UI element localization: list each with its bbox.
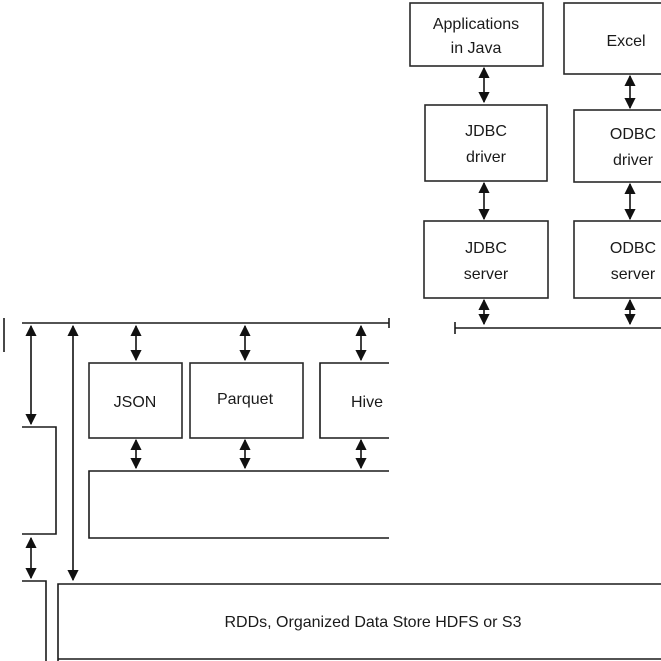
left-stepped-outline-lower (22, 580, 47, 661)
jdbc-driver-label-line2: driver (466, 149, 507, 166)
odbc-driver-box (573, 109, 661, 183)
hive-box (319, 362, 389, 439)
odbc-server-label-line2: server (611, 266, 656, 283)
jdbc-driver-label-line1: JDBC (465, 123, 507, 140)
rdds-store-label: RDDs, Organized Data Store HDFS or S3 (225, 614, 522, 631)
odbc-server-box (573, 220, 661, 299)
applications-java-box (409, 2, 544, 67)
excel-box (563, 2, 661, 75)
hive-label: Hive (351, 394, 383, 411)
jdbc-driver-box (424, 104, 548, 182)
parquet-label: Parquet (217, 391, 274, 408)
applications-java-label-line1: Applications (433, 16, 519, 33)
parquet-box (189, 362, 304, 439)
odbc-driver-label-line1: ODBC (610, 126, 656, 143)
odbc-driver-label-line2: driver (613, 152, 654, 169)
processing-box (88, 470, 389, 539)
rdds-store-box (57, 583, 661, 661)
json-box (88, 362, 183, 439)
json-label: JSON (114, 394, 157, 411)
jdbc-server-label-line2: server (464, 266, 509, 283)
jdbc-server-label-line1: JDBC (465, 240, 507, 257)
left-stepped-outline-upper (22, 426, 57, 535)
jdbc-server-box (423, 220, 549, 299)
applications-java-label-line2: in Java (451, 40, 502, 57)
excel-label: Excel (606, 33, 645, 50)
odbc-server-label-line1: ODBC (610, 240, 656, 257)
